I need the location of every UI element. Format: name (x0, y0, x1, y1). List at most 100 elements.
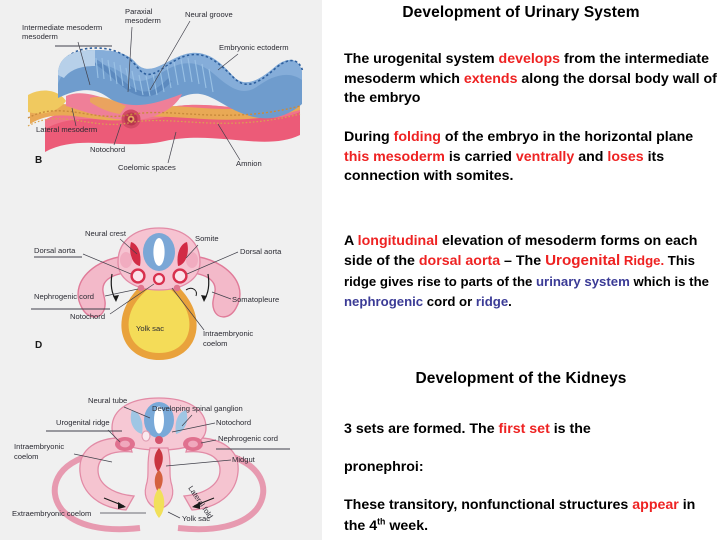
label-spinal-ganglion: Developing spinal ganglion (152, 404, 243, 413)
p3-highlight-dorsal-aorta: dorsal aorta (418, 253, 501, 270)
p2-text-1: During (344, 129, 394, 145)
p5-text-3: week. (385, 518, 429, 534)
dorsal-aorta-left (130, 268, 146, 284)
label-paraxial-mesoderm: Paraxial (125, 7, 153, 16)
text-column: Development of Urinary System The urogen… (322, 0, 720, 540)
label-notochord-d: Notochord (70, 312, 105, 321)
label-notochord: Notochord (90, 145, 125, 154)
p2-highlight-folding: folding (393, 129, 441, 145)
p1-text-2: from the intermediate mesoderm which (344, 51, 710, 87)
p3-highlight-ridge: ridge (475, 294, 509, 310)
paragraph-urogenital-ridge: A longitudinal elevation of mesoderm for… (344, 232, 720, 313)
extraembryonic-coelom-right (177, 451, 267, 533)
p2-highlight-ventrally: ventrally (515, 148, 575, 165)
p5-text-2: in the 4 (344, 497, 696, 534)
p2-text-2: of the embryo in the horizontal plane (440, 129, 694, 145)
label-intraembryonic-coelom-f: Intraembryonic (14, 442, 64, 451)
label-neural-crest: Neural crest (85, 229, 127, 238)
spinal-ganglion-left (130, 410, 143, 434)
label-somatopleure: Somatopleure (232, 295, 279, 304)
nephrogenic-cord-left (137, 284, 145, 292)
p2-highlight-this-mesoderm: this mesoderm (344, 148, 445, 165)
svg-text:coelom: coelom (203, 339, 227, 348)
p1-text-1: The urogenital system (344, 51, 499, 67)
paragraph-folding: During folding of the embryo in the hori… (344, 128, 720, 187)
figure-f-urogenital-ridge: Neural tube Developing spinal ganglion U… (0, 376, 322, 540)
paragraph-transitory-structures: These transitory, nonfunctional structur… (344, 495, 720, 537)
label-nephrogenic-cord: Nephrogenic cord (34, 292, 94, 301)
endoderm-layer (30, 100, 300, 124)
nephrogenic-cord-right (173, 284, 181, 292)
neural-crest-left (130, 242, 141, 266)
label-embryonic-ectoderm: Embryonic ectoderm (219, 43, 289, 52)
panel-letter-b: B (35, 155, 42, 166)
label-neural-groove: Neural groove (185, 10, 233, 19)
figure-column: Intermediate mesoderm mesoderm Paraxial … (0, 0, 322, 540)
p3-highlight-urinary-system: urinary system (536, 273, 630, 289)
label-somite: Somite (195, 234, 219, 243)
paragraph-urogenital-origin: The urogenital system develops from the … (344, 50, 720, 109)
figure-b-embryo-folding: Intermediate mesoderm mesoderm Paraxial … (0, 0, 322, 196)
p3-text-2: elevation of mesoderm forms on each side… (344, 233, 698, 270)
dorsal-aorta-right (172, 268, 188, 284)
label-extraembryonic-coelom: Extraembryonic coelom (12, 509, 91, 518)
notochord-spiral (121, 109, 141, 129)
label-amnion: Amnion (236, 159, 262, 168)
spinal-ganglion-right (175, 410, 188, 434)
p5-ordinal-suffix: th (377, 516, 386, 527)
p3-text-3: – The (500, 253, 546, 270)
label-coelomic-spaces: Coelomic spaces (118, 163, 176, 172)
label-lateral-mesoderm: Lateral mesoderm (36, 125, 97, 134)
p2-highlight-loses: loses (607, 148, 644, 165)
notochord-f (141, 430, 151, 442)
label-yolk-sac-d: Yolk sac (136, 324, 164, 333)
label-yolk-sac-f: Yolk sac (182, 514, 210, 523)
label-dorsal-aorta-right: Dorsal aorta (240, 247, 282, 256)
page-title: Development of Urinary System (402, 4, 640, 21)
extraembryonic-coelom-left (51, 451, 141, 533)
p3-text-5: which is the (629, 273, 709, 289)
svg-text:mesoderm: mesoderm (125, 16, 161, 25)
label-neural-tube: Neural tube (88, 396, 127, 405)
p4-text-3: pronephroi: (344, 459, 424, 475)
p1-highlight-develops: develops (498, 51, 561, 67)
lateral-fold-right (182, 437, 239, 511)
p4-highlight-first-set: first set (498, 421, 550, 437)
neural-crest-right (177, 242, 188, 266)
midgut-dot (155, 436, 163, 444)
label-urogenital-ridge: Urogenital ridge (56, 418, 110, 427)
label-intraembryonic-coelom: Intraembryonic (203, 329, 253, 338)
midgut-upper (154, 448, 163, 472)
label-intermediate-mesoderm: Intermediate mesoderm (22, 23, 102, 32)
svg-text:coelom: coelom (14, 452, 38, 461)
yolk-wedge (28, 90, 66, 114)
p2-text-3: is carried (444, 148, 516, 165)
p3-text-7: . (508, 294, 512, 310)
p3-highlight-ridge-word: Ridge. (620, 253, 665, 269)
p4-text-1: 3 sets are formed. The (344, 421, 499, 437)
section-title-kidneys: Development of the Kidneys (415, 370, 627, 387)
label-nephrogenic-cord-f: Nephrogenic cord (218, 434, 278, 443)
svg-text:mesoderm: mesoderm (22, 32, 58, 41)
p3-text-4: This ridge gives rise to parts of the (344, 253, 695, 289)
p1-text-3: along the dorsal body wall of the embryo (344, 70, 717, 107)
label-notochord-f: Notochord (216, 418, 251, 427)
p3-highlight-longitudinal: longitudinal (357, 233, 439, 249)
p5-text-1: These transitory, nonfunctional structur… (344, 497, 633, 513)
p2-text-5: its connection with somites. (344, 148, 665, 185)
paragraph-three-sets: 3 sets are formed. The first set is the … (344, 410, 720, 486)
lateral-fold-left (79, 437, 136, 511)
p2-text-4: and (574, 148, 608, 165)
label-midgut: Midgut (232, 455, 256, 464)
yolk-sac-inner (128, 286, 190, 353)
p4-text-2: is the (549, 421, 591, 437)
label-dorsal-aorta-left: Dorsal aorta (34, 246, 76, 255)
panel-letter-d: D (35, 340, 42, 351)
figure-d-cross-section: Neural crest Somite Dorsal aorta Dorsal … (0, 196, 322, 376)
p3-highlight-urogenital: Urogenital (545, 252, 621, 270)
yolk-sac-f (153, 488, 165, 518)
notochord-d (152, 272, 166, 286)
p3-highlight-nephrogenic: nephrogenic (344, 294, 424, 310)
p3-text-6: cord or (423, 294, 476, 310)
